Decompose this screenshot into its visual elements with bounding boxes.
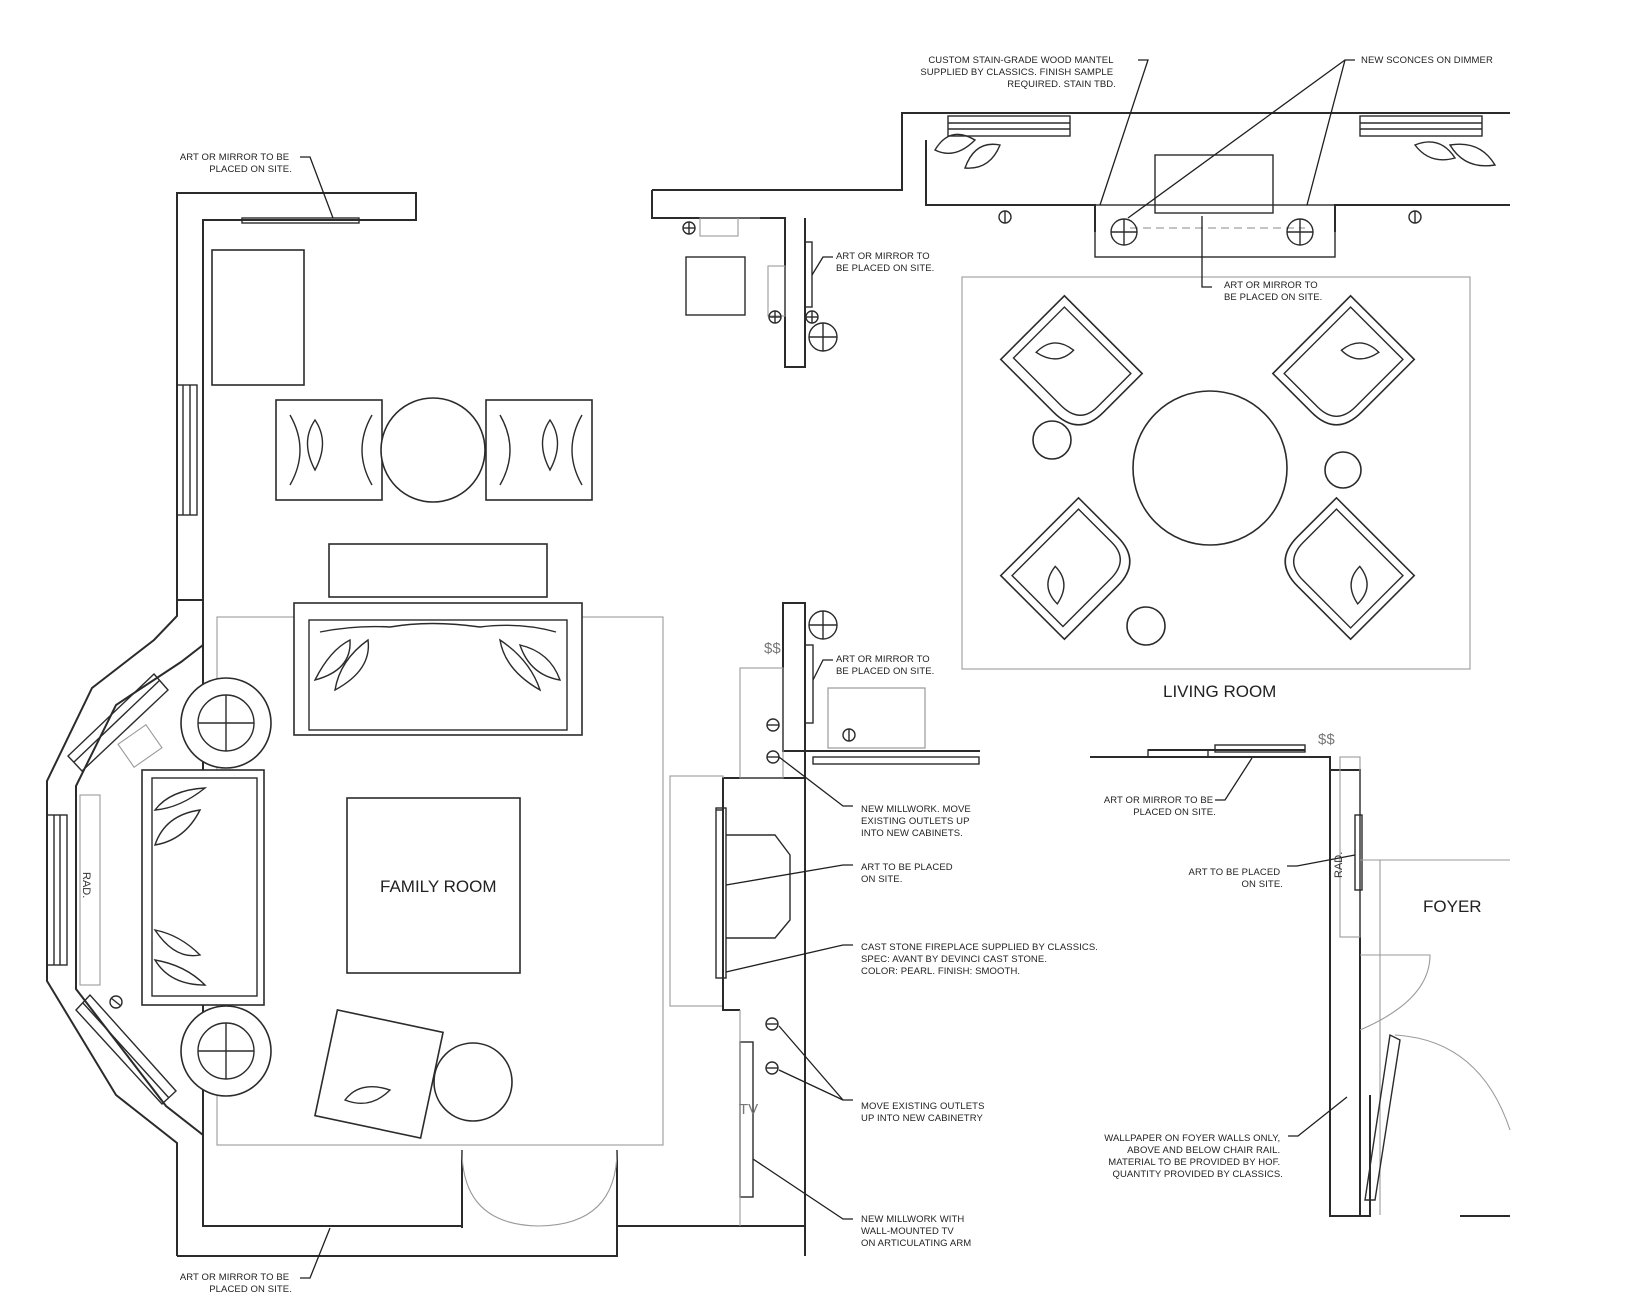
note-mantel: CUSTOM STAIN-GRADE WOOD MANTEL SUPPLIED … [920,55,1116,90]
console-table [328,543,548,598]
foyer-label: FOYER [1423,897,1482,916]
radiator-label-left: RAD. [80,872,92,898]
note-art-foyer-side: ART TO BE PLACED ON SITE. [1189,867,1283,890]
sofa-top [293,602,583,736]
club-chair-sw [999,496,1131,641]
drink-table-left [1032,420,1072,460]
family-room-label: FAMILY ROOM [380,877,497,896]
note-fireplace: CAST STONE FIREPLACE SUPPLIED BY CLASSIC… [861,942,1101,977]
note-art-mantel: ART OR MIRROR TO BE PLACED ON SITE. [1224,280,1322,303]
foyer-walls [1090,744,1511,1217]
electrical-symbols [109,210,1422,1075]
armchair-left [275,399,383,501]
note-art-foyer-top: ART OR MIRROR TO BE PLACED ON SITE. [1104,795,1216,818]
club-chair-se [1284,496,1416,641]
dining-table [1132,390,1288,546]
lamp-top-left [934,133,1001,169]
family-room-furniture [141,249,593,1139]
coffee-table [346,797,521,974]
side-table-round [380,397,486,503]
ceiling-fixtures [808,218,1314,640]
switch-symbol-corridor: $$ [764,640,781,657]
cabinet [211,249,305,386]
radiator-label-right: RAD. [1333,852,1345,878]
leader-lines [300,59,1356,1279]
club-chair-nw [999,294,1144,426]
note-art-bottom-left: ART OR MIRROR TO BE PLACED ON SITE. [180,1272,292,1295]
armchair-right [485,399,593,501]
tv-label: TV [739,1101,758,1118]
note-millwork-outlets: NEW MILLWORK. MOVE EXISTING OUTLETS UP I… [861,804,974,839]
living-room-label: LIVING ROOM [1163,682,1276,701]
note-move-outlets: MOVE EXISTING OUTLETS UP INTO NEW CABINE… [861,1101,987,1124]
lamp-top-right [1413,141,1497,167]
drink-table-right [1324,451,1362,489]
note-art-corridor-mid: ART OR MIRROR TO BE PLACED ON SITE. [836,654,934,677]
note-tv-millwork: NEW MILLWORK WITH WALL-MOUNTED TV ON ART… [861,1214,971,1249]
note-art-fireplace: ART TO BE PLACED ON SITE. [861,862,955,885]
lounge-chair [314,1009,444,1139]
living-room-furniture [934,133,1497,646]
note-sconces: NEW SCONCES ON DIMMER [1361,55,1493,66]
club-chair-ne [1271,294,1416,426]
side-table-bottom [433,1042,513,1122]
switch-symbol-foyer: $$ [1318,731,1335,748]
drink-table-bottom [1126,606,1166,646]
note-art-corridor-top: ART OR MIRROR TO BE PLACED ON SITE. [836,251,934,274]
family-room-walls [46,192,980,1257]
note-art-top-left: ART OR MIRROR TO BE PLACED ON SITE. [180,152,292,175]
sofa-left [141,769,265,1006]
note-wallpaper: WALLPAPER ON FOYER WALLS ONLY, ABOVE AND… [1104,1133,1283,1180]
